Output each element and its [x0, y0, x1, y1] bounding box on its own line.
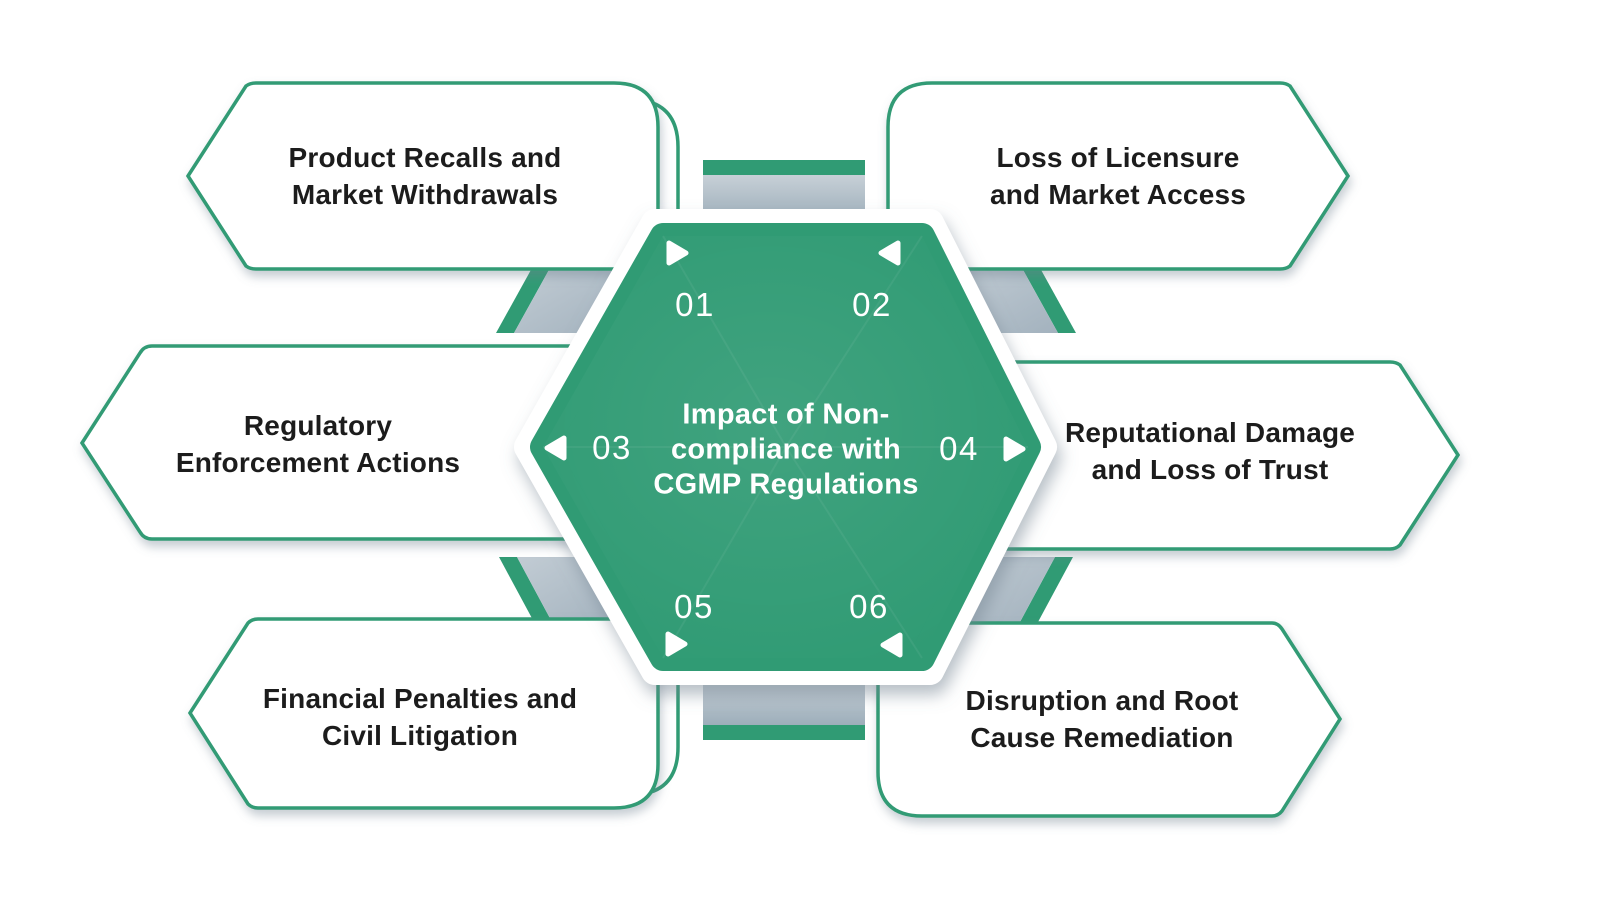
upper-right-connector-green-stripe [1022, 268, 1076, 333]
label-line: Product Recalls and [288, 142, 562, 173]
bottom-connector-gray-slab [703, 682, 865, 725]
arrow-left-icon-02 [878, 240, 901, 266]
label-line: Financial Penalties and [262, 683, 578, 714]
top-connector-green-band [703, 160, 865, 175]
number-badge-04: 04 [939, 430, 979, 467]
hexagon-title-line: CGMP Regulations [653, 468, 919, 501]
hexagon-arrows [544, 240, 1026, 658]
label-line: Disruption and Root [965, 685, 1239, 716]
label-line: Enforcement Actions [175, 447, 461, 478]
hexagon-title-line: Impact of Non- [682, 398, 890, 431]
label-line: Cause Remediation [970, 722, 1234, 753]
label-loss-of-licensure: Loss of Licensure and Market Access [990, 139, 1246, 213]
arrow-right-icon-05 [665, 631, 688, 657]
number-badge-02: 02 [852, 286, 892, 323]
number-badge-03: 03 [592, 429, 632, 466]
label-financial-penalties: Financial Penalties and Civil Litigation [263, 680, 577, 754]
label-line: Loss of Licensure [996, 142, 1240, 173]
number-badge-06: 06 [849, 588, 889, 625]
banner-disruption-remediation [876, 621, 1343, 818]
banner-financial-penalties [187, 617, 660, 810]
label-product-recalls: Product Recalls and Market Withdrawals [289, 139, 562, 213]
hexagon-sector-lines [543, 235, 1028, 659]
banner-product-recalls [185, 81, 660, 271]
upper-left-connector-green-stripe [496, 268, 550, 333]
lower-right-connector-green-stripe [1020, 557, 1073, 622]
label-disruption-remediation: Disruption and Root Cause Remediation [966, 682, 1239, 756]
label-line: and Loss of Trust [1091, 454, 1329, 485]
label-line: Regulatory [243, 410, 393, 441]
arrow-right-icon-04 [1003, 436, 1026, 462]
hexagon-title-line: compliance with [670, 433, 902, 466]
arrow-left-icon-03 [544, 435, 567, 461]
label-line: Market Withdrawals [291, 179, 559, 210]
hexagon-sheen [543, 236, 1028, 658]
lower-left-connector-green-stripe [499, 557, 552, 622]
label-regulatory-enforcement: Regulatory Enforcement Actions [176, 407, 460, 481]
bottom-connector-green-band [703, 725, 865, 740]
label-line: Reputational Damage [1064, 417, 1356, 448]
banner-loss-of-licensure [886, 81, 1351, 271]
arrow-left-icon-06 [880, 632, 903, 658]
hexagon [514, 209, 1057, 685]
number-badge-01: 01 [675, 286, 715, 323]
label-line: Civil Litigation [321, 720, 519, 751]
label-line: and Market Access [989, 179, 1247, 210]
arrow-right-icon-01 [666, 240, 689, 266]
number-badge-05: 05 [674, 588, 714, 625]
label-reputational-damage: Reputational Damage and Loss of Trust [1065, 414, 1355, 488]
hexagon-title: Impact of Non- compliance with CGMP Regu… [653, 398, 918, 503]
